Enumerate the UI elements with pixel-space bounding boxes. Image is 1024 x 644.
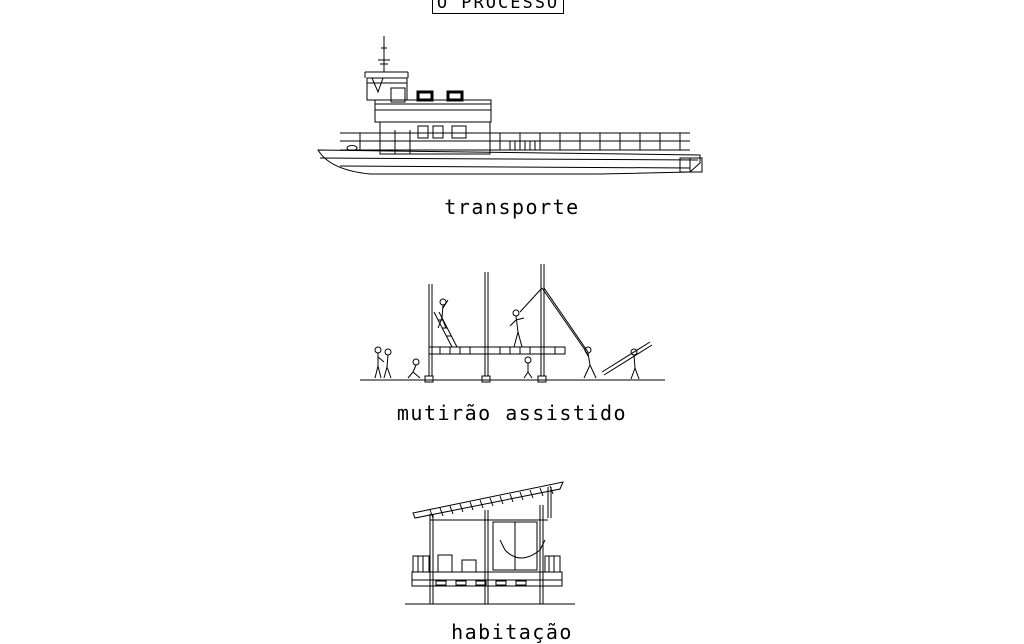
stage-label-transporte: transporte xyxy=(444,195,580,219)
floor-joists xyxy=(440,347,555,354)
worker-ladder xyxy=(438,299,448,328)
worker-platform xyxy=(510,310,524,347)
boat-elevation-drawing xyxy=(0,30,1024,190)
worker-carrying-beam xyxy=(602,342,652,379)
section-title-box: O PROCESSO xyxy=(432,0,564,14)
section-title: O PROCESSO xyxy=(436,0,560,13)
worker-under-floor xyxy=(524,357,532,378)
roof-hatching xyxy=(430,486,553,518)
floor-details xyxy=(436,581,526,585)
house-section-drawing xyxy=(0,478,1024,610)
stage-label-mutirao: mutirão assistido xyxy=(396,401,628,425)
construction-scene-drawing xyxy=(0,255,1024,385)
stage-label-habitacao: habitação xyxy=(451,620,573,644)
worker-pulling xyxy=(584,347,596,378)
workers-group-left xyxy=(375,347,420,378)
